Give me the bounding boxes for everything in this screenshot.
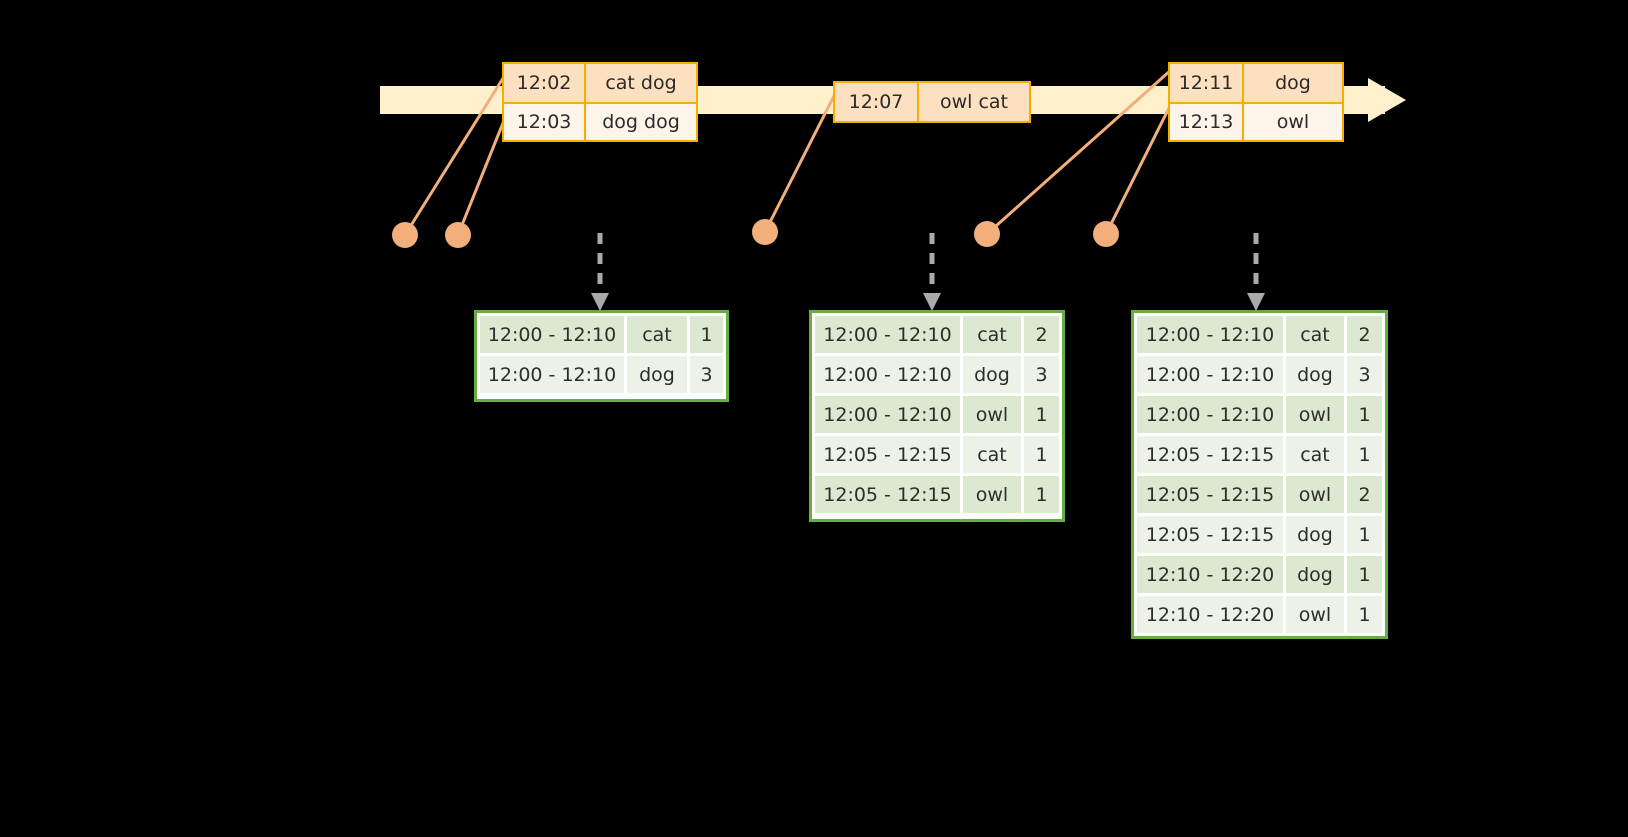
event-row: 12:11 dog xyxy=(1170,64,1342,102)
cell-window: 12:00 - 12:10 xyxy=(1137,396,1283,433)
event-row: 12:13 owl xyxy=(1170,102,1342,140)
event-row: 12:02 cat dog xyxy=(504,64,696,102)
cell-count: 3 xyxy=(1347,356,1382,393)
cell-count: 1 xyxy=(1347,556,1382,593)
cell-key: cat xyxy=(1286,436,1344,473)
event-row: 12:03 dog dog xyxy=(504,102,696,140)
cell-window: 12:00 - 12:10 xyxy=(480,356,624,393)
connector-line-2 xyxy=(456,117,507,236)
event-value: dog xyxy=(1275,72,1311,94)
cell-count: 3 xyxy=(1024,356,1059,393)
cell-window: 12:05 - 12:15 xyxy=(1137,436,1283,473)
event-row: 12:07 owl cat xyxy=(835,83,1029,121)
cell-key: owl xyxy=(963,396,1021,433)
event-box-1: 12:02 cat dog 12:03 dog dog xyxy=(502,62,698,142)
connector-line-5 xyxy=(1104,103,1173,235)
cell-key: dog xyxy=(627,356,687,393)
arrow-head-icon xyxy=(923,293,941,311)
cell-key: cat xyxy=(627,316,687,353)
cell-count: 1 xyxy=(1347,396,1382,433)
event-time: 12:13 xyxy=(1170,104,1244,140)
cell-window: 12:05 - 12:15 xyxy=(815,476,960,513)
connector-dot-5 xyxy=(1093,221,1119,247)
cell-window: 12:05 - 12:15 xyxy=(1137,516,1283,553)
cell-count: 2 xyxy=(1024,316,1059,353)
event-value: owl cat xyxy=(939,91,1009,113)
cell-window: 12:00 - 12:10 xyxy=(815,316,960,353)
event-box-2: 12:07 owl cat xyxy=(833,81,1031,123)
event-value: dog dog xyxy=(602,111,680,133)
event-time: 12:11 xyxy=(1170,64,1244,102)
cell-count: 2 xyxy=(1347,316,1382,353)
cell-key: owl xyxy=(1286,476,1344,513)
cell-window: 12:10 - 12:20 xyxy=(1137,556,1283,593)
connector-dot-3 xyxy=(752,219,778,245)
cell-key: cat xyxy=(963,436,1021,473)
arrow-head-icon xyxy=(591,293,609,311)
cell-count: 2 xyxy=(1347,476,1382,513)
cell-count: 1 xyxy=(1347,436,1382,473)
cell-key: dog xyxy=(1286,556,1344,593)
down-arrow-1 xyxy=(591,233,609,311)
cell-count: 1 xyxy=(1347,516,1382,553)
timeline-arrowhead-icon xyxy=(1368,78,1406,122)
down-arrow-2 xyxy=(923,233,941,311)
cell-window: 12:00 - 12:10 xyxy=(1137,316,1283,353)
cell-key: owl xyxy=(1286,396,1344,433)
cell-key: cat xyxy=(1286,316,1344,353)
cell-window: 12:00 - 12:10 xyxy=(815,396,960,433)
cell-window: 12:05 - 12:15 xyxy=(1137,476,1283,513)
cell-key: cat xyxy=(963,316,1021,353)
cell-key: owl xyxy=(1286,596,1344,633)
cell-count: 1 xyxy=(1024,436,1059,473)
cell-count: 1 xyxy=(1024,396,1059,433)
cell-count: 1 xyxy=(1347,596,1382,633)
cell-key: dog xyxy=(1286,356,1344,393)
cell-count: 3 xyxy=(690,356,723,393)
cell-count: 1 xyxy=(1024,476,1059,513)
event-time: 12:03 xyxy=(504,104,586,140)
event-value: cat dog xyxy=(605,72,677,94)
cell-window: 12:00 - 12:10 xyxy=(815,356,960,393)
arrow-head-icon xyxy=(1247,293,1265,311)
connector-dot-1 xyxy=(392,222,418,248)
cell-window: 12:00 - 12:10 xyxy=(1137,356,1283,393)
event-value: owl xyxy=(1276,111,1310,133)
event-box-3: 12:11 dog 12:13 owl xyxy=(1168,62,1344,142)
down-arrow-3 xyxy=(1247,233,1265,311)
cell-key: dog xyxy=(1286,516,1344,553)
cell-key: dog xyxy=(963,356,1021,393)
cell-window: 12:00 - 12:10 xyxy=(480,316,624,353)
connector-dot-4 xyxy=(974,221,1000,247)
event-time: 12:02 xyxy=(504,64,586,102)
event-time: 12:07 xyxy=(835,83,919,121)
cell-count: 1 xyxy=(690,316,723,353)
connector-dot-2 xyxy=(445,222,471,248)
cell-key: owl xyxy=(963,476,1021,513)
cell-window: 12:10 - 12:20 xyxy=(1137,596,1283,633)
cell-window: 12:05 - 12:15 xyxy=(815,436,960,473)
